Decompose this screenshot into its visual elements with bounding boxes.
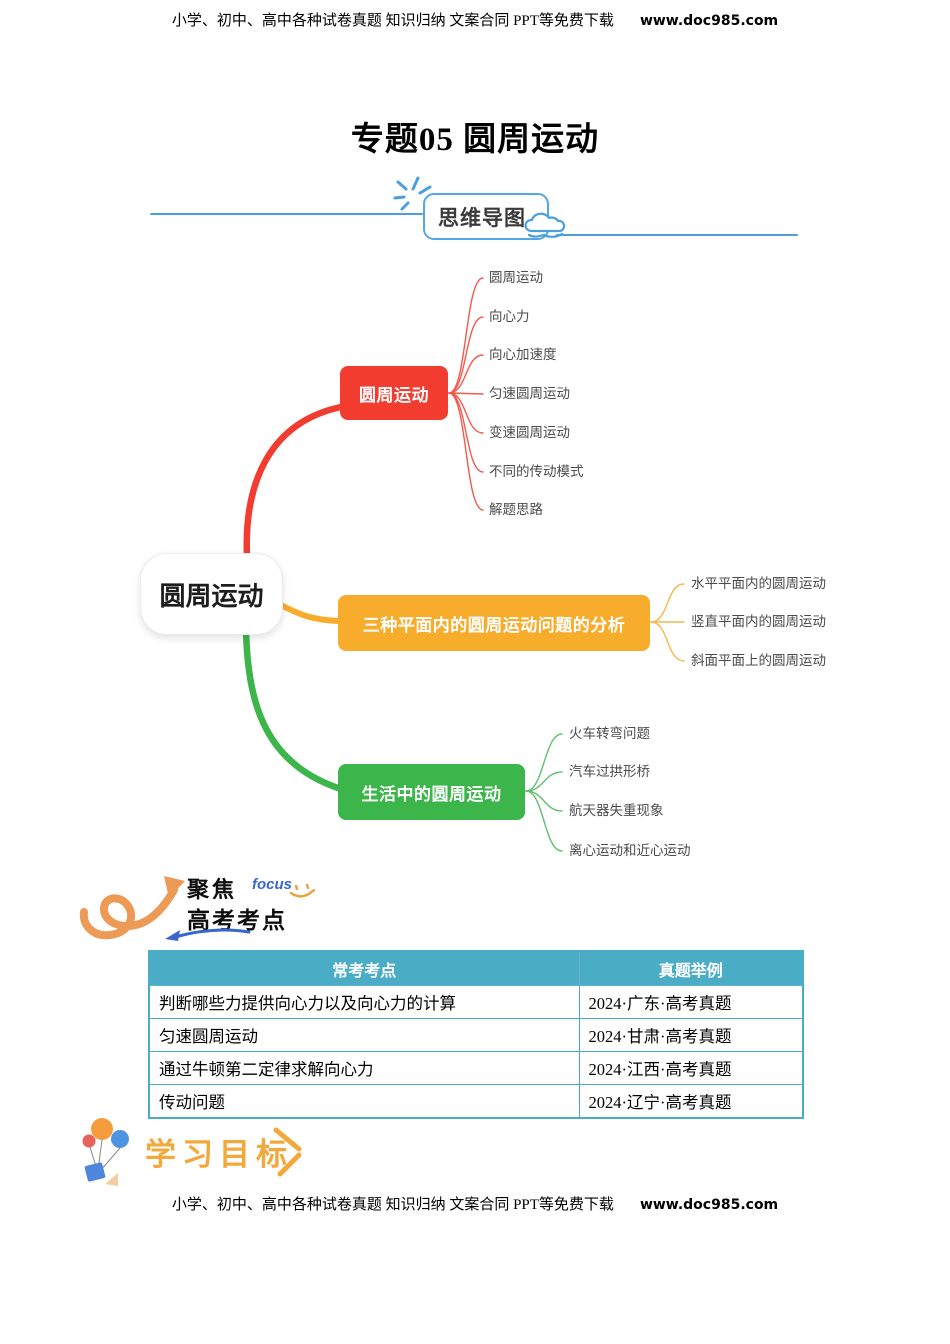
chevron-icon	[273, 1127, 302, 1177]
mindmap-leaf: 圆周运动	[489, 270, 543, 285]
decorative-line-right	[556, 234, 798, 236]
leaf-connectors-green	[525, 733, 563, 852]
branch-curve-yellow	[274, 600, 342, 624]
table-cell-example: 2024·江西·高考真题	[578, 1051, 804, 1085]
branch-curve-green	[242, 627, 345, 793]
table-row: 判断哪些力提供向心力以及向心力的计算 2024·广东·高考真题	[148, 985, 804, 1019]
header-promo-text: 小学、初中、高中各种试卷真题 知识归纳 文案合同 PPT等免费下载	[171, 13, 614, 29]
footer-promo-text: 小学、初中、高中各种试卷真题 知识归纳 文案合同 PPT等免费下载	[171, 1197, 614, 1213]
table-header-topic: 常考考点	[148, 950, 580, 986]
mindmap-leaf: 航天器失重现象	[569, 803, 664, 818]
curly-arrow-icon	[79, 876, 185, 940]
mindmap-root-node: 圆周运动	[140, 553, 283, 635]
leaf-connectors-yellow	[650, 583, 685, 662]
mindmap-branch-three-planes: 三种平面内的圆周运动问题的分析	[338, 595, 650, 651]
branch-label: 三种平面内的圆周运动问题的分析	[362, 615, 626, 635]
goals-heading: 学习目标	[145, 1137, 293, 1172]
table-row: 传动问题 2024·辽宁·高考真题	[148, 1084, 804, 1119]
mindmap-leaf: 火车转弯问题	[569, 726, 650, 741]
table-cell-example: 2024·辽宁·高考真题	[578, 1084, 804, 1119]
mindmap-leaf: 竖直平面内的圆周运动	[691, 614, 826, 629]
page-header: 小学、初中、高中各种试卷真题 知识归纳 文案合同 PPT等免费下载 www.doc…	[0, 9, 950, 30]
exam-points-table: 常考考点 真题举例 判断哪些力提供向心力以及向心力的计算 2024·广东·高考真…	[148, 950, 804, 1119]
decorative-line-left	[150, 213, 423, 215]
swoosh-arrow-icon	[165, 928, 251, 941]
table-cell-topic: 匀速圆周运动	[148, 1018, 580, 1052]
focus-tag-text: focus	[252, 876, 293, 893]
branch-label: 圆周运动	[359, 385, 429, 405]
mindmap-root-label: 圆周运动	[159, 580, 264, 611]
sparkle-icon	[393, 176, 432, 211]
table-header-row: 常考考点 真题举例	[148, 950, 804, 986]
mindmap-leaf: 匀速圆周运动	[489, 386, 570, 401]
page-footer: 小学、初中、高中各种试卷真题 知识归纳 文案合同 PPT等免费下载 www.doc…	[0, 1193, 950, 1214]
focus-heading-top: 聚焦	[187, 877, 238, 902]
table-cell-example: 2024·甘肃·高考真题	[578, 1018, 804, 1052]
mindmap-leaf: 向心加速度	[489, 347, 557, 362]
table-row: 匀速圆周运动 2024·甘肃·高考真题	[148, 1018, 804, 1052]
leaf-connectors-red	[448, 277, 484, 511]
header-site-url: www.doc985.com	[639, 13, 779, 29]
branch-label: 生活中的圆周运动	[361, 784, 502, 804]
table-cell-topic: 传动问题	[148, 1084, 580, 1119]
table-cell-topic: 判断哪些力提供向心力以及向心力的计算	[148, 985, 580, 1019]
footer-site-url: www.doc985.com	[639, 1197, 779, 1213]
focus-heading-bottom: 高考考点	[187, 907, 287, 933]
mindmap-branch-life-examples: 生活中的圆周运动	[338, 764, 525, 820]
mindmap-branch-circular-motion: 圆周运动	[340, 366, 448, 420]
mindmap-leaf: 向心力	[489, 309, 530, 324]
mindmap-leaf: 斜面平面上的圆周运动	[691, 653, 826, 668]
mindmap-leaf: 变速圆周运动	[489, 425, 570, 440]
mindmap-leaf: 解题思路	[489, 502, 543, 517]
mindmap-leaf: 不同的传动模式	[489, 464, 584, 479]
mindmap-section-label: 思维导图	[438, 206, 526, 230]
cloud-icon	[524, 212, 566, 238]
table-row: 通过牛顿第二定律求解向心力 2024·江西·高考真题	[148, 1051, 804, 1085]
mindmap-leaf: 水平平面内的圆周运动	[691, 576, 826, 591]
table-cell-example: 2024·广东·高考真题	[578, 985, 804, 1019]
table-header-example: 真题举例	[578, 950, 804, 986]
mindmap-leaf: 离心运动和近心运动	[569, 843, 691, 858]
smiley-icon	[289, 884, 316, 898]
table-cell-topic: 通过牛顿第二定律求解向心力	[148, 1051, 580, 1085]
mindmap-leaf: 汽车过拱形桥	[569, 764, 650, 779]
branch-curve-red	[243, 403, 345, 561]
page-title: 专题05 圆周运动	[350, 122, 600, 158]
balloons-icon	[82, 1118, 129, 1186]
mindmap-section-label-box: 思维导图	[423, 193, 549, 240]
